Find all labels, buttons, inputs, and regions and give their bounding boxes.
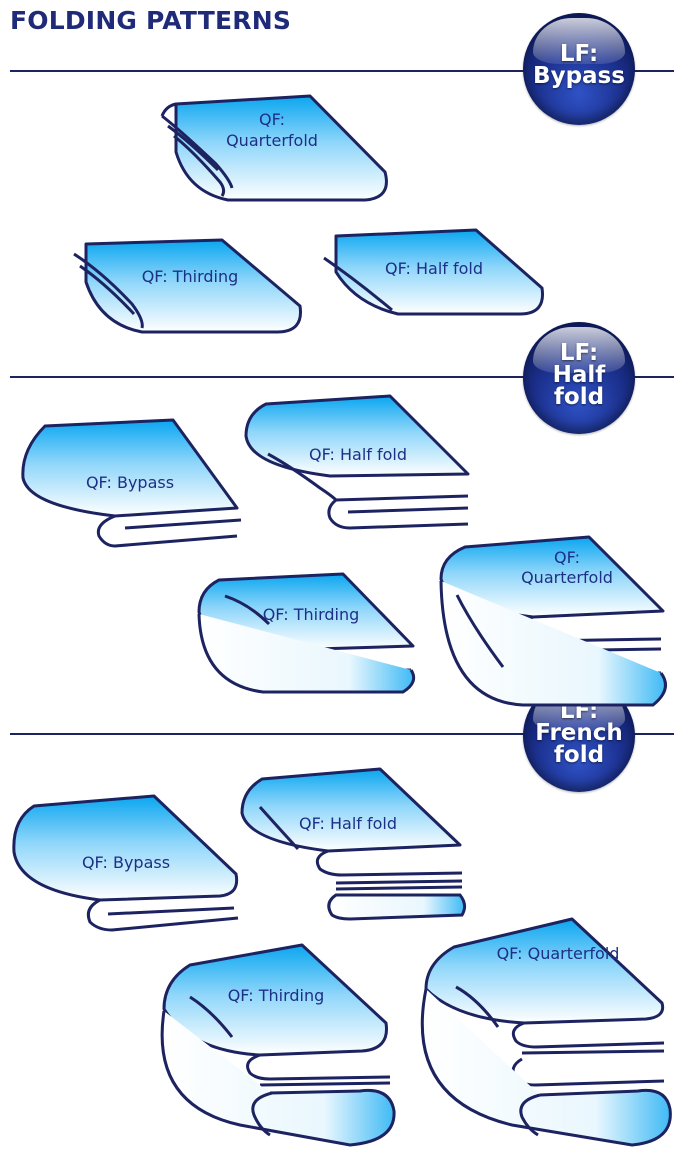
fold-label: QF: Quarterfold: [497, 944, 620, 963]
fold-illustration: QF: Bypass: [8, 796, 243, 936]
badge-line: LF:: [523, 342, 635, 364]
page-title: FOLDING PATTERNS: [10, 6, 291, 35]
lf-badge-bypass: LF: Bypass: [523, 13, 635, 125]
fold-label: QF:: [554, 548, 580, 567]
fold-illustration: QF: Thirding: [150, 945, 398, 1155]
fold-illustration: QF: Half fold: [322, 230, 552, 322]
fold-illustration: QF: Half fold: [236, 769, 468, 921]
badge-line: Bypass: [523, 65, 635, 87]
fold-illustration: QF: Thirding: [193, 574, 418, 699]
badge-line: Half: [523, 364, 635, 386]
badge-line: LF:: [523, 43, 635, 65]
fold-label: QF:: [259, 110, 285, 129]
fold-label: QF: Thirding: [263, 605, 360, 624]
fold-label: QF: Half fold: [385, 259, 483, 278]
fold-label: Quarterfold: [521, 568, 613, 587]
fold-label: QF: Bypass: [82, 853, 170, 872]
fold-illustration: QF: Half fold: [240, 396, 475, 536]
lf-badge-half-fold: LF: Half fold: [523, 322, 635, 434]
fold-illustration: QF: Bypass: [15, 420, 247, 555]
fold-illustration: QF: Thirding: [72, 240, 307, 340]
fold-illustration: QF: Quarterfold: [412, 919, 674, 1155]
fold-label: Quarterfold: [226, 131, 318, 150]
badge-line: fold: [523, 386, 635, 408]
fold-label: QF: Bypass: [86, 473, 174, 492]
fold-illustration: QF: Quarterfold: [433, 537, 673, 715]
fold-label: QF: Thirding: [228, 986, 325, 1005]
badge-line: French: [523, 722, 635, 744]
fold-illustration: QF: Quarterfold: [160, 92, 395, 212]
fold-label: QF: Half fold: [299, 814, 397, 833]
badge-line: fold: [523, 744, 635, 766]
fold-label: QF: Thirding: [142, 267, 239, 286]
fold-label: QF: Half fold: [309, 445, 407, 464]
